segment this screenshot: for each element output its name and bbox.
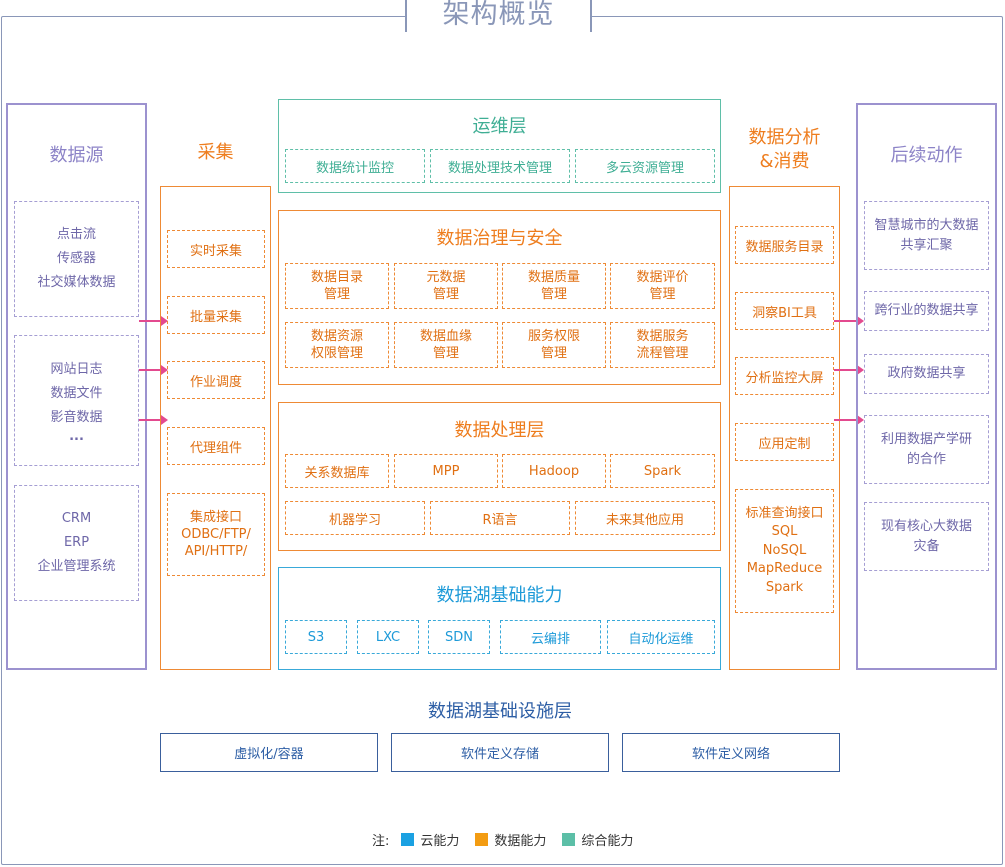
- lake-item: SDN: [428, 620, 490, 654]
- legend-swatch-data: [475, 832, 489, 846]
- legend-swatch-cloud: [401, 832, 415, 846]
- followup-title: 后续动作: [890, 145, 963, 166]
- arrow-right: [834, 415, 864, 425]
- governance-item: 数据血缘 管理: [394, 322, 498, 368]
- arrow-right: [139, 365, 168, 375]
- analysis-item: 洞察BI工具: [735, 292, 834, 330]
- governance-item: 数据服务 流程管理: [610, 322, 715, 368]
- legend-swatch-comprehensive: [562, 832, 576, 846]
- governance-title: 数据治理与安全: [436, 228, 563, 249]
- collection-item: 作业调度: [167, 361, 265, 399]
- analysis-item: 数据服务目录: [735, 226, 834, 264]
- collection-panel: [160, 186, 271, 670]
- data-source-group-3: CRM ERP 企业管理系统: [14, 485, 139, 601]
- governance-panel: [278, 210, 721, 385]
- source-item: 网站日志: [50, 361, 103, 377]
- source-item: 企业管理系统: [37, 559, 116, 574]
- ops-layer-panel: [278, 99, 721, 193]
- infra-item: 软件定义存储: [391, 733, 609, 772]
- source-item: 传感器: [56, 251, 96, 266]
- page-title: 架构概览: [442, 0, 555, 30]
- processing-item: R语言: [430, 501, 570, 535]
- collection-item: 实时采集: [167, 230, 265, 268]
- ops-item: 数据统计监控: [285, 149, 425, 183]
- collection-item: 集成接口 ODBC/FTP/ API/HTTP/: [167, 493, 265, 576]
- lake-item: LXC: [357, 620, 419, 654]
- analysis-panel: [729, 186, 840, 670]
- source-item: ERP: [63, 535, 90, 550]
- legend-label: 数据能力: [494, 833, 547, 849]
- arrow-right: [834, 365, 864, 375]
- processing-title: 数据处理层: [454, 420, 545, 441]
- ops-item: 数据处理技术管理: [430, 149, 570, 183]
- data-source-group-2: 网站日志 数据文件 影音数据 ...: [14, 335, 139, 466]
- followup-item: 利用数据产学研 的合作: [864, 415, 989, 484]
- data-source-panel: [6, 103, 147, 670]
- collection-item: 代理组件: [167, 427, 265, 465]
- legend-label: 云能力: [420, 833, 460, 849]
- analysis-item: 应用定制: [735, 423, 834, 461]
- processing-panel: [278, 402, 721, 551]
- source-item: CRM: [61, 511, 92, 526]
- collection-title: 采集: [197, 142, 234, 163]
- processing-item: Spark: [610, 454, 715, 488]
- infra-item: 虚拟化/容器: [160, 733, 378, 772]
- arrow-right: [139, 415, 168, 425]
- legend: 注: 云能力 数据能力 综合能力: [372, 829, 672, 849]
- processing-item: 未来其他应用: [575, 501, 715, 535]
- governance-item: 元数据 管理: [394, 263, 498, 309]
- infra-title: 数据湖基础设施层: [428, 701, 572, 722]
- infra-item: 软件定义网络: [622, 733, 840, 772]
- processing-item: MPP: [394, 454, 498, 488]
- governance-item: 服务权限 管理: [502, 322, 606, 368]
- source-item: 点击流: [56, 227, 96, 242]
- source-item: 影音数据: [50, 409, 103, 425]
- lake-item: 自动化运维: [607, 620, 715, 654]
- ops-layer-title: 运维层: [472, 116, 527, 137]
- arrow-right: [834, 316, 864, 326]
- analysis-item: 标准查询接口 SQL NoSQL MapReduce Spark: [735, 489, 834, 613]
- legend-label: 综合能力: [581, 833, 634, 849]
- data-source-group-1: 点击流 传感器 社交媒体数据: [14, 201, 139, 317]
- source-item: ...: [69, 428, 84, 444]
- title-bar-left: [405, 0, 407, 32]
- legend-note: 注:: [372, 833, 390, 849]
- title-bar-right: [590, 0, 592, 32]
- processing-item: Hadoop: [502, 454, 606, 488]
- followup-panel: [856, 103, 997, 670]
- processing-item: 机器学习: [285, 501, 425, 535]
- governance-item: 数据评价 管理: [610, 263, 715, 309]
- collection-item: 批量采集: [167, 296, 265, 334]
- processing-item: 关系数据库: [285, 454, 389, 488]
- arrow-right: [139, 316, 168, 326]
- ops-item: 多云资源管理: [575, 149, 715, 183]
- title-gap: [405, 2, 592, 32]
- followup-item: 政府数据共享: [864, 354, 989, 394]
- governance-item: 数据资源 权限管理: [285, 322, 389, 368]
- data-source-title: 数据源: [49, 145, 104, 166]
- followup-item: 现有核心大数据 灾备: [864, 502, 989, 571]
- lake-capability-title: 数据湖基础能力: [436, 585, 563, 606]
- followup-item: 智慧城市的大数据 共享汇聚: [864, 201, 989, 270]
- lake-item: 云编排: [500, 620, 601, 654]
- lake-capability-panel: [278, 567, 721, 670]
- followup-item: 跨行业的数据共享: [864, 291, 989, 331]
- source-item: 数据文件: [50, 385, 103, 401]
- lake-item: S3: [285, 620, 347, 654]
- source-item: 社交媒体数据: [37, 275, 116, 290]
- governance-item: 数据目录 管理: [285, 263, 389, 309]
- analysis-title: 数据分析 &消费: [748, 127, 821, 172]
- governance-item: 数据质量 管理: [502, 263, 606, 309]
- analysis-item: 分析监控大屏: [735, 357, 834, 395]
